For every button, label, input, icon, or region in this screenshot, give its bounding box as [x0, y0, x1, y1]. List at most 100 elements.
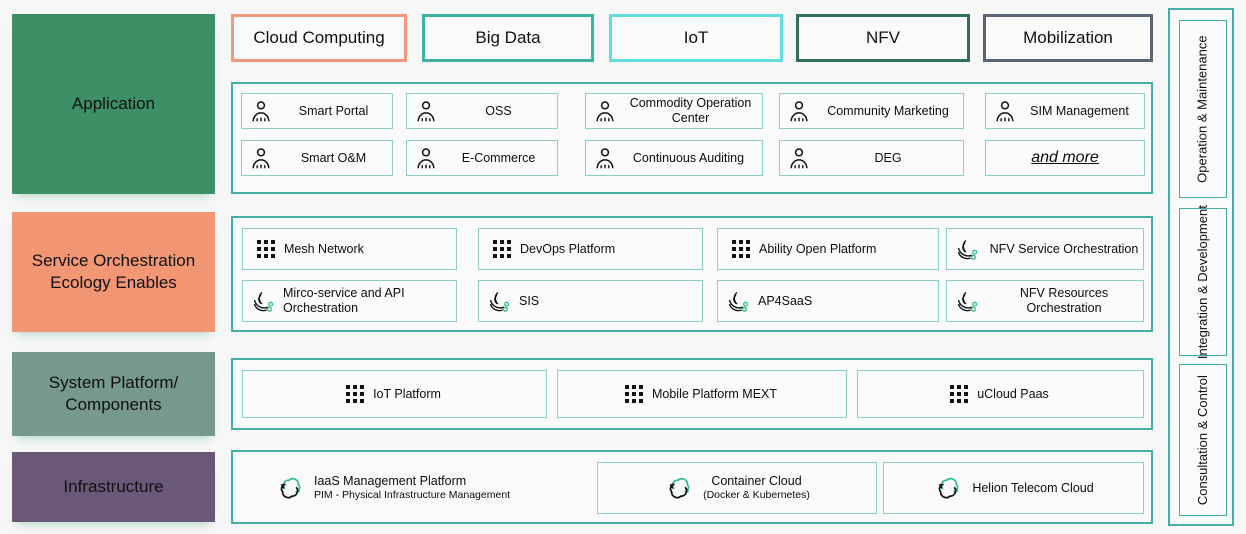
system-item-label: Mobile Platform MEXT	[651, 386, 778, 401]
dot-grid-icon	[624, 384, 644, 404]
infra-item-title: Helion Telecom Cloud	[972, 480, 1094, 495]
dot-grid-icon	[346, 384, 365, 404]
app-item-continuous-auditing[interactable]: Continuous Auditing	[585, 140, 763, 176]
tab-nfv[interactable]: NFV	[796, 14, 970, 62]
orchestration-icon	[957, 239, 978, 260]
side-column-panel: Operation & Maintenance Integration & De…	[1168, 8, 1234, 526]
tab-cloud-computing-label: Cloud Computing	[253, 28, 385, 47]
infra-item-text: IaaS Management Platform PIM - Physical …	[312, 474, 512, 501]
side-item-integration-development[interactable]: Integration & Development	[1179, 205, 1227, 359]
system-item-iot-platform[interactable]: IoT Platform	[242, 370, 547, 418]
infra-item-subtitle: (Docker & Kubernetes)	[703, 489, 810, 502]
service-item-mesh-network[interactable]: Mesh Network	[242, 228, 457, 270]
service-item-label: DevOps Platform	[520, 241, 616, 256]
dot-grid-icon	[493, 239, 512, 259]
service-item-label: Ability Open Platform	[759, 241, 877, 256]
system-item-ucloud-paas[interactable]: uCloud Paas	[857, 370, 1144, 418]
app-item-label: E-Commerce	[461, 150, 536, 165]
service-item-devops-platform[interactable]: DevOps Platform	[478, 228, 703, 270]
stage-infrastructure-text: Infrastructure	[63, 477, 164, 497]
app-item-label: Smart Portal	[298, 103, 369, 118]
app-item-label: OSS	[485, 103, 512, 118]
service-item-label: NFV Resources Orchestration	[1019, 286, 1109, 315]
app-item-label: Smart O&M	[300, 150, 367, 165]
stage-application-text: Application	[71, 94, 156, 114]
app-item-sim-management[interactable]: SIM Management	[985, 93, 1145, 129]
cloud-icon	[280, 477, 301, 499]
app-item-label: DEG	[874, 150, 902, 165]
person-icon	[596, 100, 614, 121]
service-item-sis[interactable]: SIS	[478, 280, 703, 322]
dot-grid-icon	[732, 239, 751, 259]
service-item-label: AP4SaaS	[758, 293, 813, 308]
app-item-label: Continuous Auditing	[632, 150, 745, 165]
tab-big-data-label: Big Data	[475, 28, 541, 47]
infra-item-subtitle: PIM - Physical Infrastructure Management	[314, 489, 511, 502]
person-icon	[252, 147, 270, 168]
service-item-micro-service-api-orchestration[interactable]: Mirco-service and API Orchestration	[242, 280, 457, 322]
stage-label-system-platform: System Platform/ Components	[12, 352, 215, 436]
dot-grid-icon	[950, 384, 969, 404]
service-item-ability-open-platform[interactable]: Ability Open Platform	[717, 228, 939, 270]
person-icon	[790, 100, 808, 121]
stage-system-text: System Platform/ Components	[48, 373, 179, 414]
person-icon	[996, 100, 1014, 121]
cloud-icon	[669, 477, 690, 499]
infra-item-iaas-management-platform[interactable]: IaaS Management Platform PIM - Physical …	[273, 462, 603, 514]
person-icon	[417, 100, 435, 121]
side-item-operation-maintenance[interactable]: Operation & Maintenance	[1179, 20, 1227, 198]
app-item-smart-portal[interactable]: Smart Portal	[241, 93, 393, 129]
service-item-nfv-service-orchestration[interactable]: NFV Service Orchestration	[946, 228, 1144, 270]
person-icon	[790, 147, 808, 168]
app-item-commodity-operation-center[interactable]: Commodity Operation Center	[585, 93, 763, 129]
app-item-e-commerce[interactable]: E-Commerce	[406, 140, 558, 176]
dot-grid-icon	[257, 239, 276, 259]
infra-item-text: Container Cloud (Docker & Kubernetes)	[701, 474, 812, 501]
person-icon	[252, 100, 270, 121]
side-item-label: Operation & Maintenance	[1194, 35, 1210, 183]
service-item-label: Mesh Network	[284, 241, 364, 256]
tab-mobilization[interactable]: Mobilization	[983, 14, 1153, 62]
cloud-icon	[938, 477, 959, 499]
tab-iot[interactable]: IoT	[609, 14, 783, 62]
infrastructure-panel: IaaS Management Platform PIM - Physical …	[231, 450, 1153, 524]
system-item-label: uCloud Paas	[977, 386, 1049, 401]
stage-label-application: Application	[12, 14, 215, 194]
app-item-and-more[interactable]: and more	[985, 140, 1145, 176]
service-item-label: SIS	[519, 293, 540, 308]
tab-big-data[interactable]: Big Data	[422, 14, 594, 62]
app-item-label: Community Marketing	[827, 103, 949, 118]
service-item-label: Mirco-service and API Orchestration	[283, 286, 405, 315]
side-item-label: Integration & Development	[1194, 205, 1210, 359]
stage-label-service-orchestration: Service Orchestration Ecology Enables	[12, 212, 215, 332]
orchestration-icon	[728, 291, 749, 312]
app-item-deg[interactable]: DEG	[779, 140, 964, 176]
app-item-community-marketing[interactable]: Community Marketing	[779, 93, 964, 129]
side-item-consultation-control[interactable]: Consultation & Control	[1179, 364, 1227, 516]
app-item-label: and more	[1031, 148, 1099, 166]
app-item-label: SIM Management	[1030, 103, 1129, 118]
infra-item-title: IaaS Management Platform	[314, 474, 467, 489]
system-platform-panel: IoT Platform Mobile Platform MEXT uCloud…	[231, 358, 1153, 430]
side-item-label: Consultation & Control	[1194, 374, 1210, 506]
app-item-smart-om[interactable]: Smart O&M	[241, 140, 393, 176]
app-item-oss[interactable]: OSS	[406, 93, 558, 129]
orchestration-icon	[489, 291, 510, 312]
infra-item-helion-telecom-cloud[interactable]: Helion Telecom Cloud	[883, 462, 1144, 514]
service-item-ap4saas[interactable]: AP4SaaS	[717, 280, 939, 322]
service-orchestration-panel: Mesh Network DevOps Platform Ability Ope…	[231, 216, 1153, 332]
person-icon	[596, 147, 614, 168]
service-item-nfv-resources-orchestration[interactable]: NFV Resources Orchestration	[946, 280, 1144, 322]
stage-service-text: Service Orchestration Ecology Enables	[31, 251, 196, 292]
app-item-label: Commodity Operation Center	[629, 96, 752, 125]
service-item-label: NFV Service Orchestration	[989, 241, 1139, 256]
tab-iot-label: IoT	[683, 28, 709, 47]
system-item-mobile-platform-mext[interactable]: Mobile Platform MEXT	[557, 370, 847, 418]
tab-cloud-computing[interactable]: Cloud Computing	[231, 14, 407, 62]
tab-mobilization-label: Mobilization	[1023, 28, 1113, 47]
orchestration-icon	[957, 291, 978, 312]
person-icon	[417, 147, 435, 168]
system-item-label: IoT Platform	[373, 386, 441, 401]
infra-item-container-cloud[interactable]: Container Cloud (Docker & Kubernetes)	[597, 462, 877, 514]
